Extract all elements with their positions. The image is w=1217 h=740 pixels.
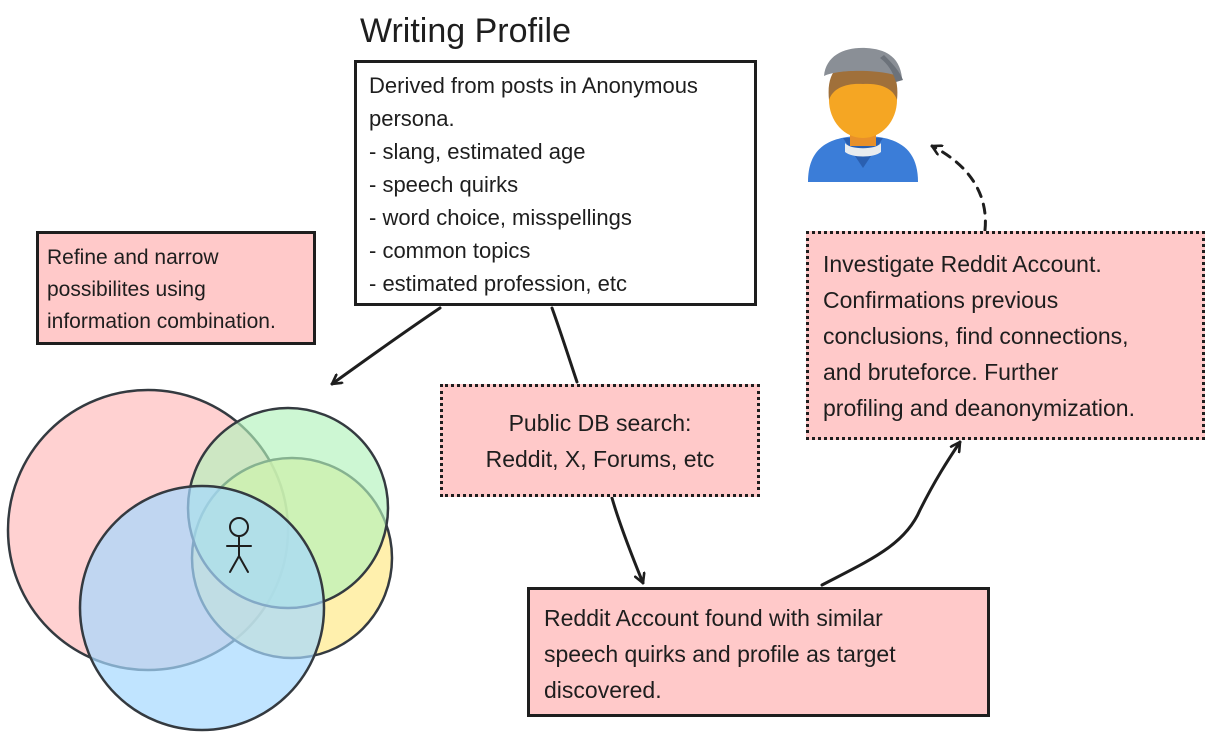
profile-line: - estimated profession, etc xyxy=(369,271,628,296)
found-line: speech quirks and profile as target xyxy=(544,641,896,667)
investigate-line: conclusions, find connections, xyxy=(823,323,1129,349)
public-db-search-box: Public DB search: Reddit, X, Forums, etc xyxy=(440,384,760,497)
refine-line: Refine and narrow xyxy=(47,246,219,269)
profile-line: - common topics xyxy=(369,238,531,263)
found-line: Reddit Account found with similar xyxy=(544,605,883,631)
venn-diagram xyxy=(6,388,394,732)
investigate-line: profiling and deanonymization. xyxy=(823,395,1135,421)
line-profile-to-search xyxy=(550,306,579,384)
refine-line: possibilites using xyxy=(47,278,206,301)
writing-profile-box: Derived from posts in Anonymous persona.… xyxy=(354,60,757,306)
connectors xyxy=(330,146,987,587)
search-line: Reddit, X, Forums, etc xyxy=(485,446,715,472)
refine-line: information combination. xyxy=(47,310,276,333)
profile-line: - slang, estimated age xyxy=(369,139,586,164)
profile-line: - speech quirks xyxy=(369,172,519,197)
person-avatar-icon xyxy=(808,47,918,182)
investigate-line: and bruteforce. Further xyxy=(823,359,1059,385)
investigate-line: Confirmations previous xyxy=(823,287,1059,313)
profile-line: persona. xyxy=(369,106,455,131)
arrow-profile-to-venn xyxy=(330,306,442,386)
profile-line: Derived from posts in Anonymous xyxy=(369,73,698,98)
found-line: discovered. xyxy=(544,677,662,703)
page-title: Writing Profile xyxy=(360,12,571,50)
stick-figure-icon xyxy=(226,517,252,573)
investigate-line: Investigate Reddit Account. xyxy=(823,251,1102,277)
account-found-box: Reddit Account found with similar speech… xyxy=(527,587,990,717)
search-line: Public DB search: xyxy=(508,410,692,436)
investigate-account-box: Investigate Reddit Account. Confirmation… xyxy=(806,231,1205,440)
arrow-found-to-investigate xyxy=(820,440,962,587)
arrow-investigate-to-avatar xyxy=(930,146,987,232)
profile-line: - word choice, misspellings xyxy=(369,205,632,230)
venn-circle-blue xyxy=(78,484,326,732)
refine-note-box: Refine and narrow possibilites using inf… xyxy=(36,231,316,345)
arrow-search-to-found xyxy=(610,496,643,585)
